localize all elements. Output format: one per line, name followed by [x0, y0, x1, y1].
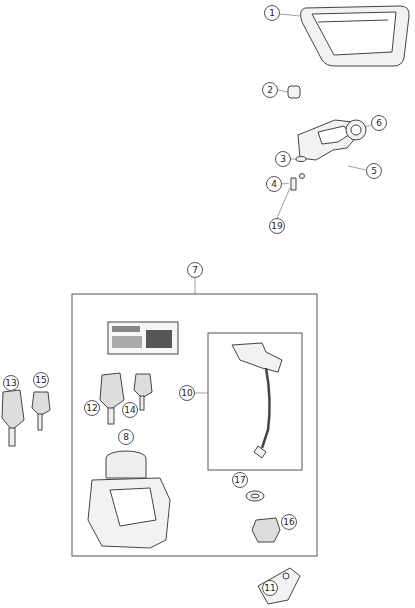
callout-circle: 15	[33, 372, 49, 388]
callout-number: 14	[124, 406, 135, 415]
callout-circle: 7	[187, 262, 203, 278]
callout-circle: 10	[179, 385, 195, 401]
callout-number: 8	[123, 433, 129, 442]
callout-circle: 3	[275, 151, 291, 167]
callout-circle: 5	[366, 163, 382, 179]
callout-circle: 6	[371, 115, 387, 131]
callout-number: 1	[269, 9, 275, 18]
callout-circle: 12	[84, 400, 100, 416]
callout-number: 19	[271, 222, 282, 231]
callout-number: 6	[376, 119, 382, 128]
callout-circle: 13	[3, 375, 19, 391]
callout-number: 15	[35, 376, 46, 385]
callout-number: 3	[280, 155, 286, 164]
callout-circle: 14	[122, 402, 138, 418]
callout-circle: 17	[232, 472, 248, 488]
callout-circle: 2	[262, 82, 278, 98]
callout-number: 7	[192, 266, 198, 275]
callout-circle: 11	[262, 580, 278, 596]
callout-number: 11	[264, 584, 275, 593]
callout-number: 13	[5, 379, 16, 388]
callout-number: 4	[271, 180, 277, 189]
callout-number: 12	[86, 404, 97, 413]
callout-number: 17	[234, 476, 245, 485]
callout-circle: 16	[281, 514, 297, 530]
callout-circle: 19	[269, 218, 285, 234]
callout-number: 16	[283, 518, 294, 527]
callout-circle: 4	[266, 176, 282, 192]
callout-circle: 1	[264, 5, 280, 21]
callout-circle: 8	[118, 429, 134, 445]
callout-number: 5	[371, 167, 377, 176]
callout-number: 2	[267, 86, 273, 95]
callout-number: 10	[181, 389, 192, 398]
